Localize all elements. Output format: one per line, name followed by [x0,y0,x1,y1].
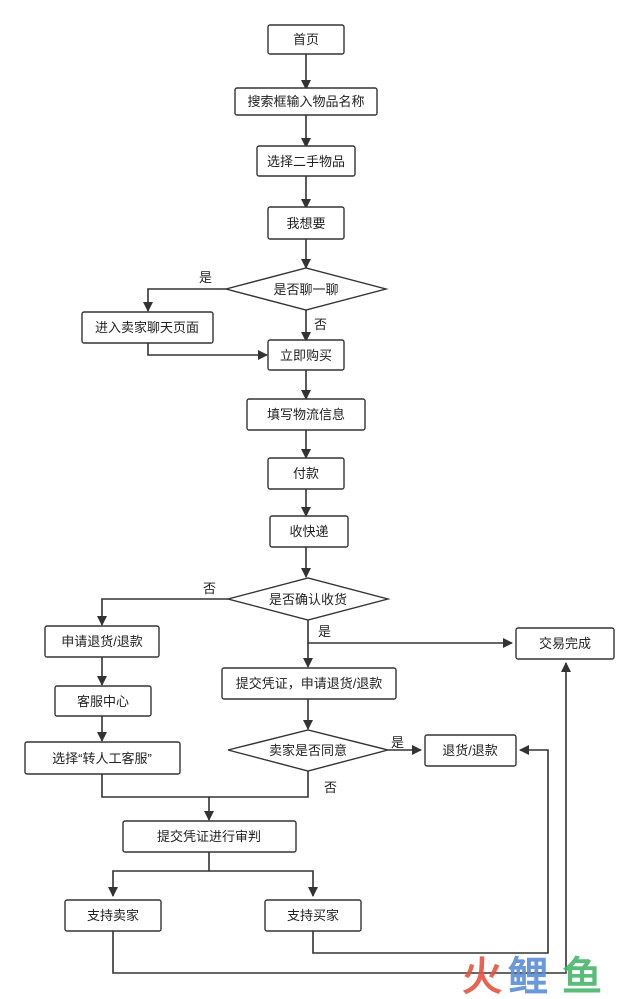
node-buy-now-label: 立即购买 [280,348,332,363]
node-refund-label: 退货/退款 [442,743,498,758]
edge-label-confirm-yes: 是 [318,624,331,639]
edge-label-chat-no: 否 [314,317,327,332]
node-chat-page-label: 进入卖家聊天页面 [95,320,199,335]
node-support-buyer-label: 支持买家 [287,908,339,923]
watermark-logo: 火 鲤 鱼 [462,954,602,999]
node-receive: 收快递 [269,515,349,548]
node-support-seller: 支持卖家 [64,899,162,932]
node-submit-review: 提交凭证进行审判 [122,820,297,853]
watermark-char-1: 火 [462,954,502,999]
node-buy-now: 立即购买 [267,339,345,371]
node-support-seller-label: 支持卖家 [87,908,139,923]
node-chat-decision: 是否聊一聊 [223,267,389,311]
node-support-center-label: 客服中心 [77,694,129,709]
node-seller-agree: 卖家是否同意 [227,729,389,772]
node-done: 交易完成 [515,627,615,660]
node-select-item: 选择二手物品 [256,145,356,177]
edge-review-buyer [209,870,318,897]
node-submit-proof-refund: 提交凭证，申请退货/退款 [221,667,397,700]
edge-label-chat-yes: 是 [199,270,212,285]
node-submit-proof-refund-label: 提交凭证，申请退货/退款 [236,676,383,691]
watermark-char-2: 鲤 [508,954,548,999]
node-want: 我想要 [267,206,345,240]
node-confirm-decision: 是否确认收货 [225,577,391,621]
edge-buyer-refund [312,745,549,954]
node-support-center: 客服中心 [54,685,152,717]
edge-label-confirm-no: 否 [203,581,216,596]
edge-seller-done [112,662,571,974]
node-pay-label: 付款 [293,466,319,481]
edges [97,54,571,974]
node-apply-refund-label: 申请退货/退款 [61,634,143,649]
node-chat-decision-label: 是否聊一聊 [273,282,338,297]
edge-confirm-done [307,620,513,648]
node-chat-page: 进入卖家聊天页面 [81,311,214,344]
edge-label-agree-yes: 是 [391,735,404,750]
edge-human-review [101,774,214,821]
node-confirm-decision-label: 是否确认收货 [269,592,347,607]
node-receive-label: 收快递 [289,524,328,539]
node-select-item-label: 选择二手物品 [267,154,345,169]
node-home: 首页 [267,24,345,55]
edge-confirm-apply [97,598,228,626]
node-refund: 退货/退款 [424,734,517,767]
node-fill-logistics: 填写物流信息 [246,398,366,431]
node-search: 搜索框输入物品名称 [234,87,378,116]
watermark-char-3: 鱼 [562,954,602,999]
edge-agree-review [209,771,309,798]
node-select-human-label: 选择“转人工客服” [52,751,152,766]
node-pay: 付款 [267,457,345,490]
node-fill-logistics-label: 填写物流信息 [267,407,345,422]
edge-label-agree-no: 否 [324,780,337,795]
edge-decision-chat [143,288,226,312]
node-home-label: 首页 [293,32,319,47]
edge-review-split [108,852,210,897]
edge-chat-buy [147,343,268,360]
node-seller-agree-label: 卖家是否同意 [269,743,347,758]
node-select-human: 选择“转人工客服” [24,741,181,775]
node-submit-review-label: 提交凭证进行审判 [157,829,261,844]
node-apply-refund: 申请退货/退款 [44,625,160,658]
node-support-buyer: 支持买家 [264,899,362,932]
node-done-label: 交易完成 [539,636,591,651]
node-search-label: 搜索框输入物品名称 [247,94,364,109]
node-want-label: 我想要 [286,216,325,231]
edge-labels: 是 否 否 是 是 否 [199,270,404,795]
